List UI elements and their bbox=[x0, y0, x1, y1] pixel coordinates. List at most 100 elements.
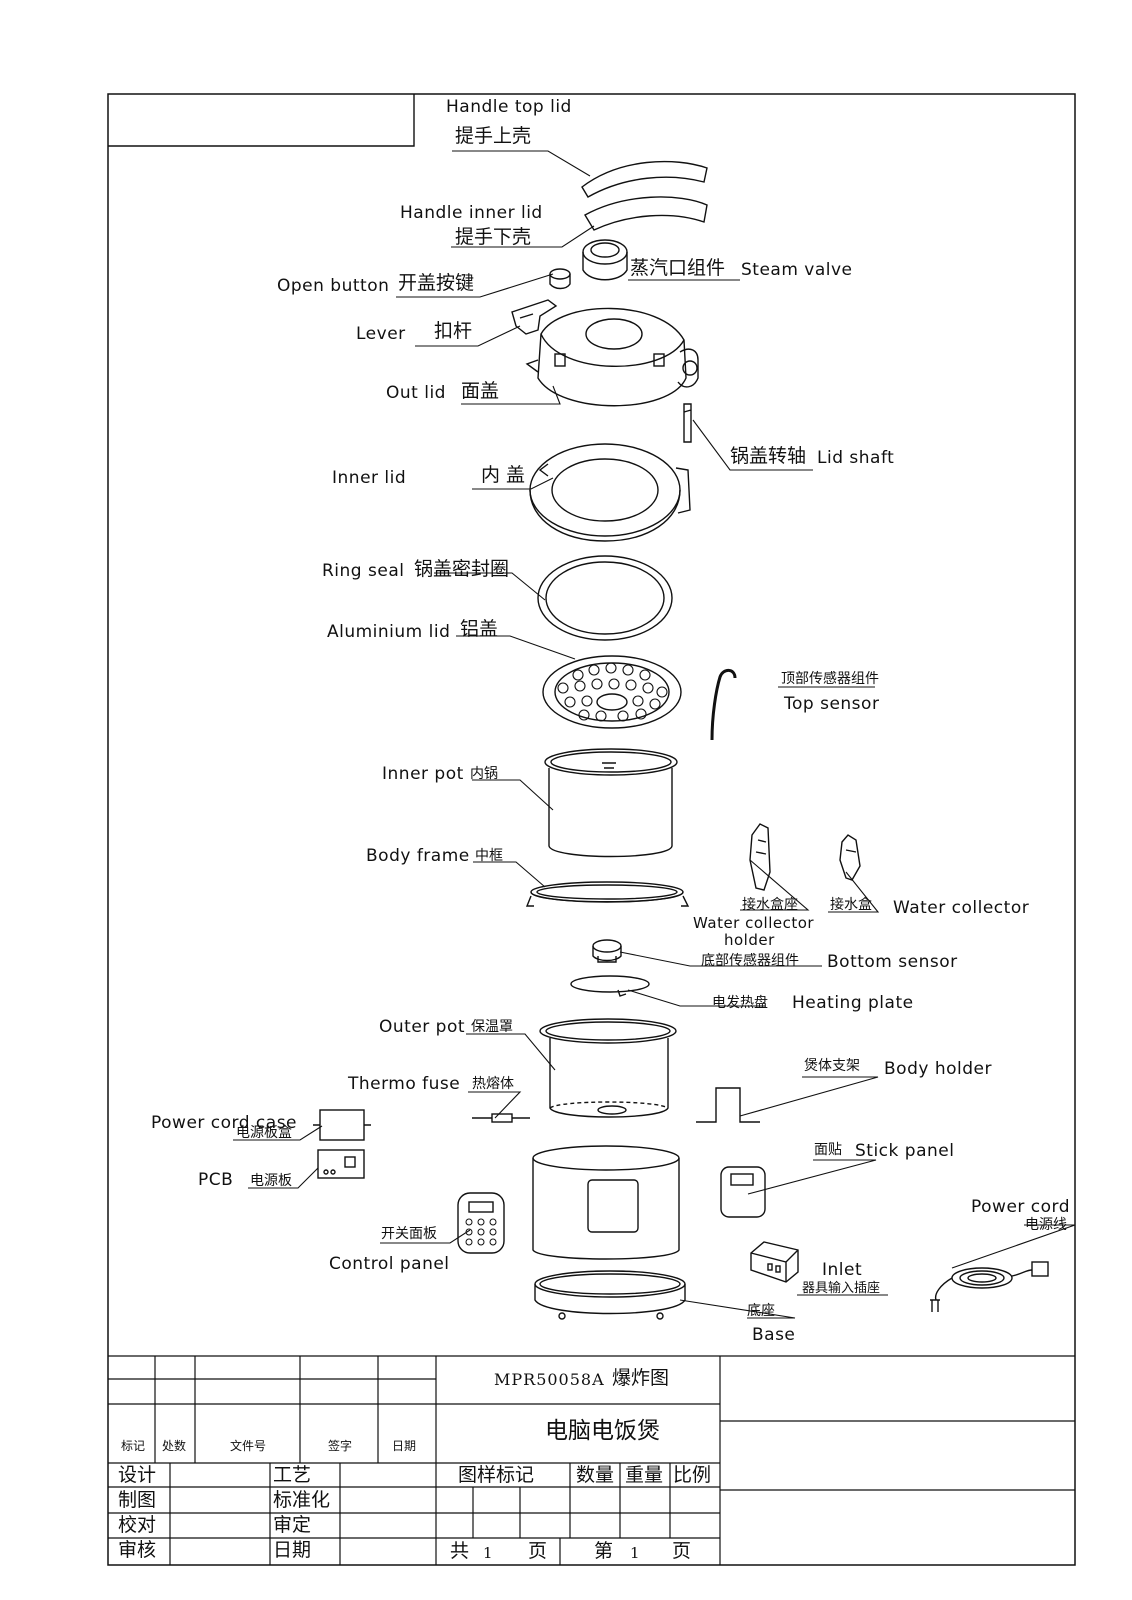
aluminium-lid-en-label: Aluminium lid bbox=[327, 622, 451, 642]
thermo-fuse-zh-label: 热熔体 bbox=[472, 1076, 514, 1092]
heating-plate-shape bbox=[570, 975, 650, 997]
inner-pot-en-label: Inner pot bbox=[382, 764, 464, 784]
water-collector-en-label: Water collector bbox=[893, 898, 1030, 918]
weight-label: 重量 bbox=[625, 1464, 664, 1486]
drafting-label: 制图 bbox=[118, 1489, 157, 1511]
out-lid-en-label: Out lid bbox=[386, 383, 446, 403]
control-panel-zh-label: 开关面板 bbox=[381, 1226, 437, 1242]
top-left-box bbox=[108, 94, 415, 147]
open-button-shape bbox=[549, 268, 571, 290]
approval-label: 审定 bbox=[273, 1514, 312, 1536]
model-number: MPR50058A bbox=[494, 1370, 605, 1389]
inner-pot-zh-label: 内锅 bbox=[470, 766, 498, 782]
total-page-unit: 页 bbox=[528, 1540, 548, 1562]
handle-top-lid-en-label: Handle top lid bbox=[446, 97, 572, 117]
aluminium-lid-zh-label: 铝盖 bbox=[460, 618, 499, 640]
sheet-label: 第 bbox=[594, 1540, 614, 1562]
base-en-label: Base bbox=[752, 1325, 796, 1345]
process-label: 工艺 bbox=[273, 1464, 312, 1486]
top-sensor-shape bbox=[710, 668, 737, 741]
body-holder-shape bbox=[696, 1087, 760, 1123]
heating-plate-zh-label: 电发热盘 bbox=[712, 995, 768, 1011]
body-holder-en-label: Body holder bbox=[884, 1059, 992, 1079]
open-button-en-label: Open button bbox=[277, 276, 390, 296]
inlet-shape bbox=[750, 1241, 799, 1283]
pcb-shape bbox=[317, 1149, 365, 1179]
steam-valve-zh-label: 蒸汽口组件 bbox=[630, 257, 726, 279]
pcb-zh-label: 电源板 bbox=[250, 1173, 292, 1189]
ring-seal-shape bbox=[537, 555, 673, 641]
handle-inner-lid-shape bbox=[584, 196, 708, 231]
control-panel-en-label: Control panel bbox=[329, 1254, 450, 1274]
lid-shaft-zh-label: 锅盖转轴 bbox=[730, 445, 807, 467]
drawing-type: 爆炸图 bbox=[612, 1367, 670, 1389]
standardization-label: 标准化 bbox=[273, 1489, 331, 1511]
power-cord-shape bbox=[930, 1261, 1049, 1312]
outer-pot-zh-label: 保温罩 bbox=[471, 1019, 513, 1035]
product-name: 电脑电饭煲 bbox=[545, 1418, 660, 1444]
review-label: 审核 bbox=[118, 1539, 157, 1561]
body-holder-zh-label: 煲体支架 bbox=[804, 1058, 860, 1074]
main-body-shape bbox=[532, 1145, 680, 1260]
lid-shaft-shape bbox=[683, 403, 692, 443]
title-block-grid bbox=[108, 1355, 1075, 1565]
base-zh-label: 底座 bbox=[747, 1303, 775, 1319]
base-shape bbox=[534, 1270, 686, 1320]
stick-panel-shape bbox=[720, 1166, 766, 1218]
water-collector-holder-en-line2: holder bbox=[724, 931, 775, 949]
outer-pot-shape bbox=[539, 1018, 677, 1118]
handle-top-lid-zh-label: 提手上壳 bbox=[455, 125, 532, 147]
open-button-zh-label: 开盖按键 bbox=[398, 272, 475, 294]
drawing-frame bbox=[107, 93, 1076, 1566]
scale-label: 比例 bbox=[673, 1464, 712, 1486]
heating-plate-en-label: Heating plate bbox=[792, 993, 914, 1013]
rev-header-count: 处数 bbox=[162, 1439, 187, 1453]
inner-lid-shape bbox=[529, 443, 691, 542]
inner-pot-shape bbox=[544, 748, 678, 858]
power-cord-en-label: Power cord bbox=[971, 1197, 1071, 1217]
handle-inner-lid-zh-label: 提手下壳 bbox=[455, 226, 532, 248]
rev-header-date: 日期 bbox=[392, 1439, 417, 1453]
date-label: 日期 bbox=[273, 1539, 312, 1561]
power-cord-case-shape bbox=[313, 1109, 371, 1141]
power-cord-zh-label: 电源线 bbox=[1025, 1217, 1067, 1233]
sheet-page-unit: 页 bbox=[672, 1540, 692, 1562]
inner-lid-en-label: Inner lid bbox=[332, 468, 407, 488]
rev-header-sign: 签字 bbox=[328, 1439, 353, 1453]
quantity-label: 数量 bbox=[576, 1464, 615, 1486]
leader-lines bbox=[233, 150, 1076, 1319]
body-frame-shape bbox=[525, 881, 690, 907]
ring-seal-en-label: Ring seal bbox=[322, 561, 405, 581]
outer-pot-en-label: Outer pot bbox=[379, 1017, 466, 1037]
total-label: 共 bbox=[450, 1540, 470, 1562]
sheet-number: 1 bbox=[630, 1544, 640, 1562]
water-collector-zh-label: 接水盒 bbox=[830, 897, 872, 913]
rev-header-mark: 标记 bbox=[121, 1439, 146, 1453]
checking-label: 校对 bbox=[118, 1514, 157, 1536]
body-frame-en-label: Body frame bbox=[366, 846, 470, 866]
aluminium-lid-shape bbox=[542, 655, 682, 729]
stick-panel-en-label: Stick panel bbox=[855, 1141, 955, 1161]
water-collector-shape bbox=[839, 834, 861, 881]
thermo-fuse-shape bbox=[472, 1113, 530, 1123]
water-collector-holder-en-line1: Water collector bbox=[693, 914, 815, 932]
bottom-sensor-shape bbox=[592, 939, 622, 963]
body-frame-zh-label: 中框 bbox=[475, 848, 503, 864]
pcb-en-label: PCB bbox=[198, 1170, 234, 1190]
bottom-sensor-en-label: Bottom sensor bbox=[827, 952, 958, 972]
inlet-en-label: Inlet bbox=[822, 1260, 863, 1280]
power-cord-case-zh-label: 电源板盒 bbox=[236, 1125, 292, 1141]
handle-top-lid-shape bbox=[581, 160, 708, 198]
handle-inner-lid-en-label: Handle inner lid bbox=[400, 203, 543, 223]
steam-valve-shape bbox=[582, 239, 628, 281]
power-cord-case-en-label: Power cord case bbox=[151, 1113, 298, 1133]
top-sensor-zh-label: 顶部传感器组件 bbox=[781, 671, 879, 687]
drawing-mark-label: 图样标记 bbox=[458, 1464, 535, 1486]
top-sensor-en-label: Top sensor bbox=[784, 694, 880, 714]
lid-shaft-en-label: Lid shaft bbox=[817, 448, 895, 468]
lever-zh-label: 扣杆 bbox=[434, 320, 473, 342]
rev-header-file: 文件号 bbox=[230, 1439, 267, 1453]
stick-panel-zh-label: 面贴 bbox=[814, 1142, 842, 1158]
total-pages: 1 bbox=[483, 1544, 493, 1562]
